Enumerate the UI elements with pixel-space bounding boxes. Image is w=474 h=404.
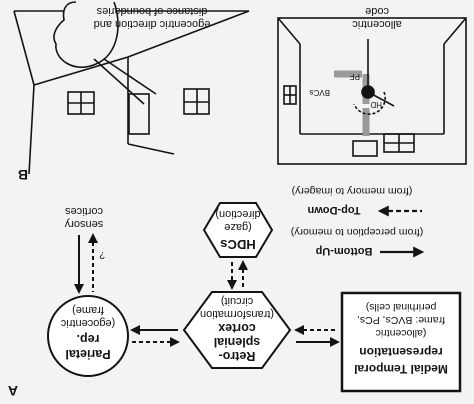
panel-a: A Top-Down (from memory to imagery) Bott… xyxy=(8,185,462,399)
rsc-line2: splenial xyxy=(214,335,261,349)
sensory-line2: cortices xyxy=(65,205,103,217)
mtl-line1: Medial Temporal xyxy=(354,362,448,376)
panel-b-letter: B xyxy=(18,167,28,183)
panel-b: B distance of boundaries egocentric dire… xyxy=(13,1,467,183)
allocentric-room-diagram xyxy=(277,17,467,165)
egocentric-room-diagram xyxy=(13,1,250,175)
rsc-line3: cortex xyxy=(218,321,256,335)
legend: Top-Down (from memory to imagery) Bottom… xyxy=(291,185,425,258)
legend-top-down-label: Top-Down xyxy=(307,204,360,216)
legend-top-down-desc: (from memory to imagery) xyxy=(292,185,413,197)
rsc-line4: (transformation xyxy=(200,308,274,320)
mtl-line4: frame: BVCs, PCs, xyxy=(357,314,445,326)
legend-bottom-up-label: Bottom-Up xyxy=(315,245,372,257)
pf-label: PF xyxy=(350,72,360,81)
bvcs-label: BVCs xyxy=(310,88,330,97)
rsc-line1: Retro- xyxy=(219,349,256,363)
parietal-line3: (egocentric xyxy=(60,317,115,329)
hdcs-node: direction) (gaze HDCs xyxy=(202,202,274,258)
allocentric-caption-line2: allocentric xyxy=(352,18,402,30)
hdcs-line3: direction) xyxy=(215,208,260,220)
hd-label: HD xyxy=(370,100,382,109)
rsc-line5: circuit) xyxy=(221,295,253,307)
mtl-line5: perirhinal cells) xyxy=(366,301,437,313)
egocentric-caption-line2: egocentric direction and xyxy=(94,18,211,30)
panel-a-letter: A xyxy=(8,383,18,399)
mtl-line2: representation xyxy=(359,345,442,359)
parietal-line1: Parietal xyxy=(65,347,110,361)
parietal-line4: frame) xyxy=(72,304,104,316)
legend-bottom-up-desc: (from perception to memory) xyxy=(291,226,423,238)
rsc-node: circuit) (transformation cortex splenial… xyxy=(182,291,292,369)
hdcs-line2: (gaze xyxy=(224,221,252,233)
sensory-question: ? xyxy=(99,249,105,260)
allocentric-caption-line1: code xyxy=(365,5,389,17)
sensory-cortices: cortices sensory ? xyxy=(64,205,105,294)
parietal-node: frame) (egocentric rep. Parietal xyxy=(47,295,129,377)
parietal-line2: rep. xyxy=(77,332,100,346)
hdcs-title: HDCs xyxy=(220,237,255,252)
mtl-node: perirhinal cells) frame: BVCs, PCs, (all… xyxy=(340,291,462,393)
mtl-line3: (allocentric xyxy=(376,327,427,339)
sensory-line1: sensory xyxy=(64,218,103,230)
egocentric-caption-line1: distance of boundaries xyxy=(96,5,207,17)
